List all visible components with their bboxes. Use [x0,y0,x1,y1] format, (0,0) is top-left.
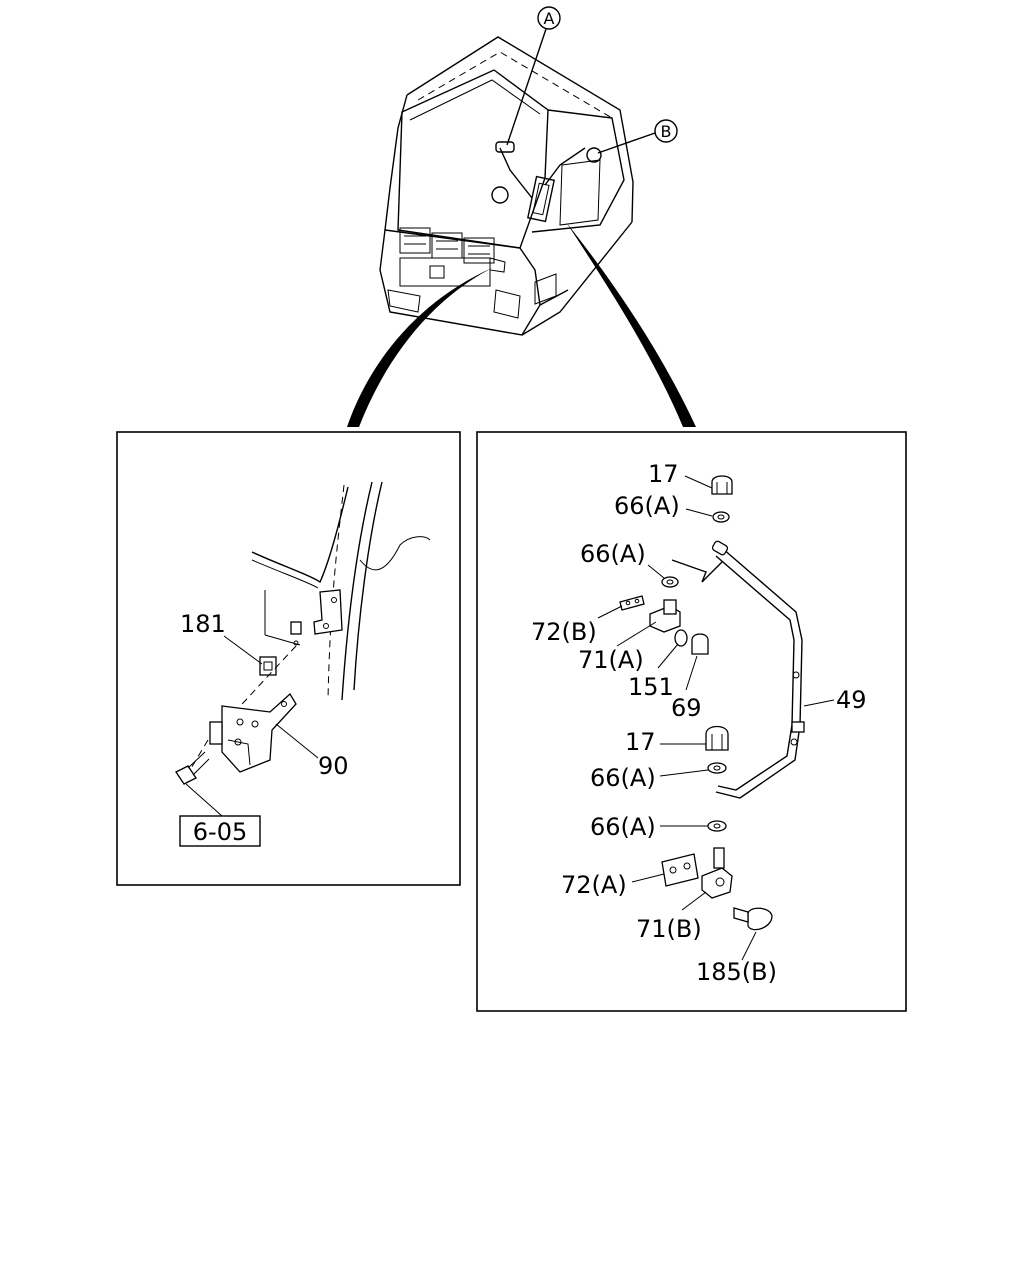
label-17-top: 17 [648,460,679,488]
leader-181 [223,635,263,665]
left-detail-panel [116,431,461,886]
right-leaders [597,475,835,961]
callout-a: A [506,6,561,146]
right-panel-drawing [619,475,805,931]
callout-b-label: B [661,122,672,141]
right-detail-panel [476,431,907,1012]
label-66a-1: 66(A) [614,492,680,520]
label-66a-2: 66(A) [580,540,646,568]
callout-b: B [597,119,678,154]
callout-a-label: A [544,9,555,28]
label-72a: 72(A) [561,871,627,899]
label-181: 181 [180,610,226,638]
left-panel-drawing [175,481,431,785]
leader-6-05 [185,783,223,817]
label-185b: 185(B) [696,958,777,986]
label-71a: 71(A) [578,646,644,674]
label-72b: 72(B) [531,618,597,646]
label-49: 49 [836,686,867,714]
label-66a-4: 66(A) [590,813,656,841]
label-151: 151 [628,673,674,701]
label-90: 90 [318,752,349,780]
truck-cab-illustration [379,36,634,336]
label-66a-3: 66(A) [590,764,656,792]
label-6-05[interactable]: 6-05 [193,818,247,846]
label-69: 69 [671,694,702,722]
reference-box [179,815,261,847]
left-connector-curve [347,268,492,427]
leader-90 [275,723,319,759]
right-connector-curve [566,222,696,427]
label-71b: 71(B) [636,915,702,943]
label-17-mid: 17 [625,728,656,756]
